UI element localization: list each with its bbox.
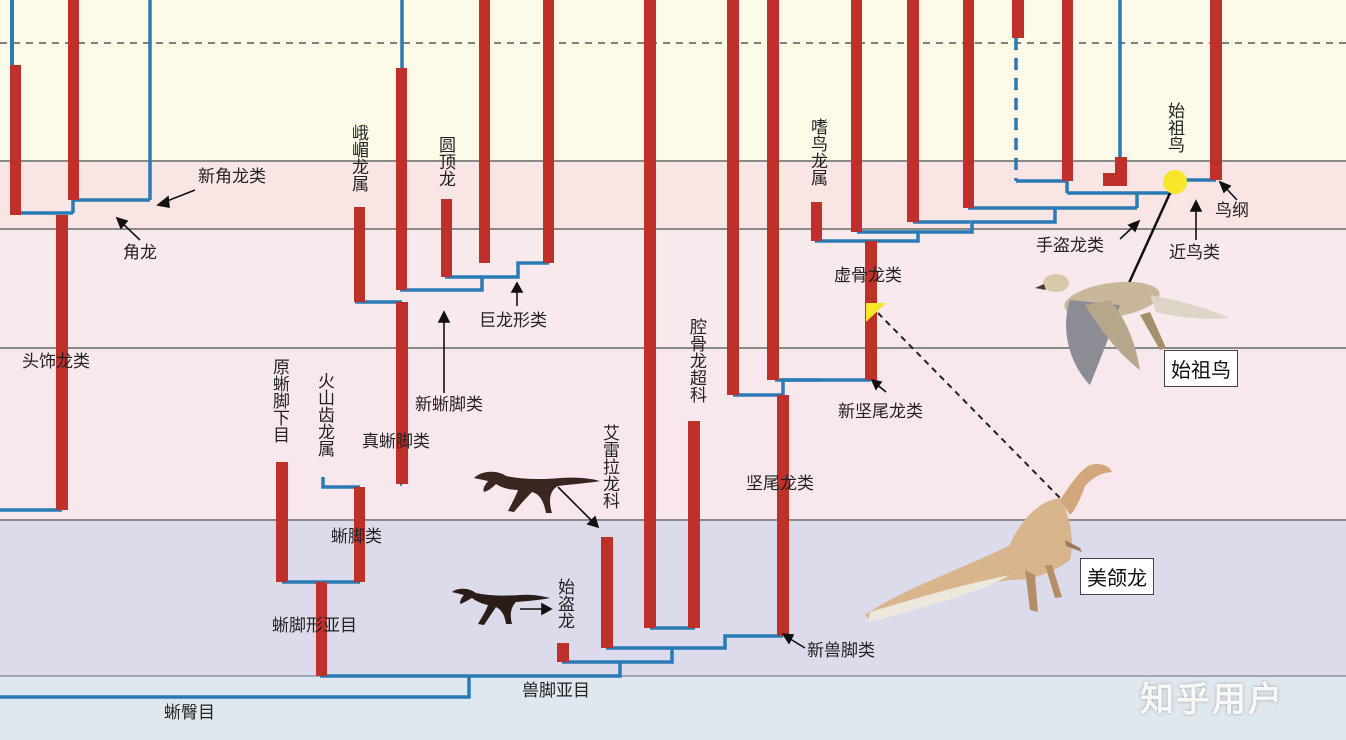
compsognathus-illustration — [865, 463, 1112, 622]
herrerasaurus-silhouette — [474, 471, 600, 513]
label-omeisaurus: 峨嵋龙属 — [348, 124, 368, 192]
label-saurischia: 蜥臀目 — [164, 703, 215, 723]
label-tetanurae: 坚尾龙类 — [746, 474, 814, 494]
label-maniraptora: 手盗龙类 — [1036, 236, 1104, 256]
label-neotheropoda: 新兽脚类 — [807, 641, 875, 661]
watermark: 知乎用户 — [1140, 680, 1284, 720]
eoraptor-silhouette — [452, 588, 550, 625]
label-aves: 鸟纲 — [1215, 201, 1249, 221]
label-sauropodomorpha: 蜥脚形亚目 — [272, 616, 357, 636]
archaeopteryx-callout-box: 始祖鸟 — [1164, 350, 1238, 387]
archaeopteryx-node-dot — [1163, 170, 1187, 194]
time-band-bottom — [0, 676, 1346, 740]
time-band-upper — [0, 0, 1346, 161]
label-coelophysoidea: 腔骨龙超科 — [686, 318, 706, 403]
label-neosauropoda: 新蜥脚类 — [415, 395, 483, 415]
time-band-pink-3 — [0, 348, 1346, 520]
archaeopteryx-pointer-line — [1127, 192, 1172, 284]
label-sauropoda: 蜥脚类 — [331, 527, 382, 547]
label-ceratopsia: 角龙 — [123, 243, 157, 263]
label-volcanodon: 火山齿龙属 — [314, 372, 334, 457]
label-heterodontosauria: 头饰龙类 — [22, 352, 90, 372]
label-archaeopteryx: 始祖鸟 — [1164, 102, 1184, 153]
label-eusauropoda: 真蜥脚类 — [362, 432, 430, 452]
compsognathus-callout-box: 美颌龙 — [1080, 558, 1154, 595]
archaeopteryx-illustration — [1035, 274, 1230, 385]
label-herrerasauridae: 艾雷拉龙科 — [599, 424, 619, 509]
label-neoceratopsia: 新角龙类 — [198, 167, 266, 187]
label-neotetanurae: 新坚尾龙类 — [838, 402, 923, 422]
label-prosauropoda: 原蜥脚下目 — [269, 358, 289, 443]
compsognathus-marker — [866, 303, 886, 322]
label-arrows — [115, 180, 1238, 649]
label-theropoda: 兽脚亚目 — [522, 681, 590, 701]
label-mamenchisaurus: 圆顶龙 — [435, 136, 455, 187]
label-ornitholestes: 嗜鸟龙属 — [807, 118, 827, 186]
range-bars — [10, 0, 1222, 676]
label-eoraptor: 始盗龙 — [554, 578, 574, 629]
label-titanosauriformes: 巨龙形类 — [479, 311, 547, 331]
label-paraves: 近鸟类 — [1169, 243, 1220, 263]
label-coelurosauria: 虚骨龙类 — [834, 266, 902, 286]
